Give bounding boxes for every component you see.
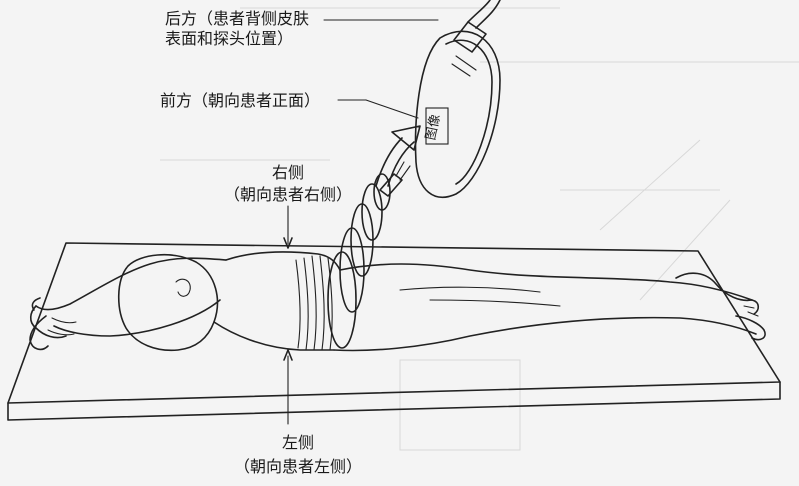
patient-figure: [29, 251, 766, 352]
label-posterior-line2: 表面和探头位置）: [165, 29, 293, 48]
patient-arms: [35, 257, 227, 311]
label-posterior-line1: 后方（患者背侧皮肤: [165, 9, 309, 28]
label-left-line1: 左侧: [282, 433, 314, 452]
rotation-arrow: [375, 125, 421, 187]
probe-sweep-discs: [327, 173, 391, 349]
label-right-line1: 右侧: [272, 163, 304, 182]
bleed-through-text: [160, 7, 799, 451]
image-text-box: [425, 107, 449, 145]
leader-lines: [283, 19, 439, 425]
label-anterior: 前方（朝向患者正面）: [160, 91, 320, 110]
image-text: 图像: [424, 113, 444, 142]
skin-surface-lines: [295, 255, 333, 351]
label-right-line2: （朝向患者右侧）: [224, 185, 352, 204]
patient-head: [117, 253, 219, 352]
label-left-line2: （朝向患者左侧）: [234, 457, 362, 476]
examination-table: [7, 242, 781, 421]
transverse-image-panel: 图像: [414, 30, 501, 199]
probe-main: [451, 0, 501, 77]
